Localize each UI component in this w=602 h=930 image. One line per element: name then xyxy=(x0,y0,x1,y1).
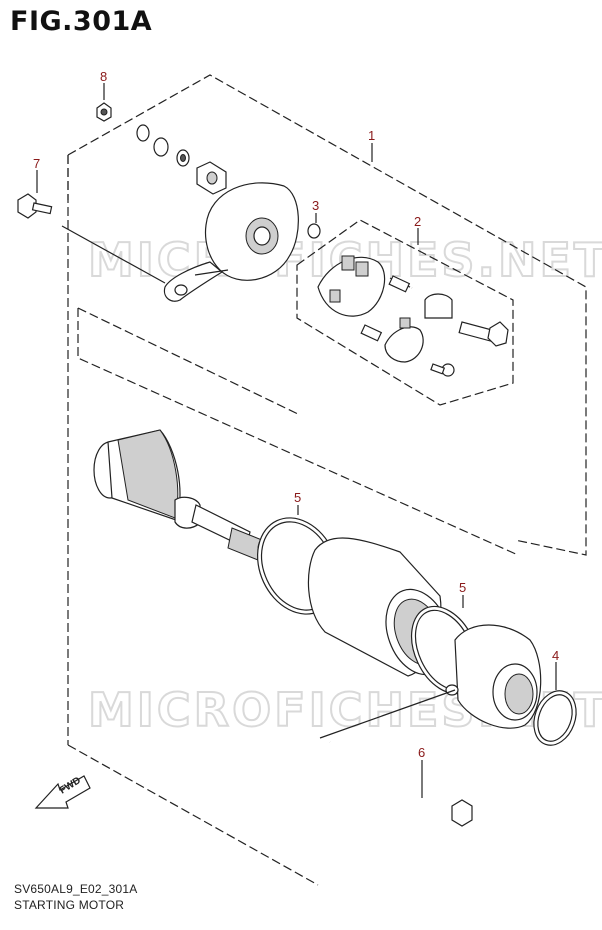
brush-holder-box xyxy=(296,219,514,406)
oring-part-4 xyxy=(533,662,577,746)
figure-title: FIG.301A xyxy=(10,6,153,37)
nut-part-8 xyxy=(96,83,112,122)
callout-5-upper: 5 xyxy=(294,490,301,505)
callout-4: 4 xyxy=(552,648,559,663)
figure-code: SV650AL9_E02_301A xyxy=(14,882,138,896)
callout-7: 7 xyxy=(33,156,40,171)
bolt-part-7 xyxy=(17,170,53,219)
front-cover xyxy=(319,624,542,739)
oring-part-3 xyxy=(307,213,321,239)
callout-1: 1 xyxy=(368,128,375,143)
callout-8: 8 xyxy=(100,69,107,84)
callout-6: 6 xyxy=(418,745,425,760)
long-bolt-part-6 xyxy=(329,740,473,827)
figure-name: STARTING MOTOR xyxy=(14,898,125,912)
washer-stack xyxy=(136,124,227,195)
callout-3: 3 xyxy=(312,198,319,213)
assembly-outline xyxy=(67,74,587,886)
callout-5-lower: 5 xyxy=(459,580,466,595)
callout-2: 2 xyxy=(414,214,421,229)
brush-holder-parts xyxy=(317,255,509,377)
armature xyxy=(93,429,267,561)
end-cover xyxy=(61,182,299,302)
fwd-arrow: FWD xyxy=(34,775,91,809)
